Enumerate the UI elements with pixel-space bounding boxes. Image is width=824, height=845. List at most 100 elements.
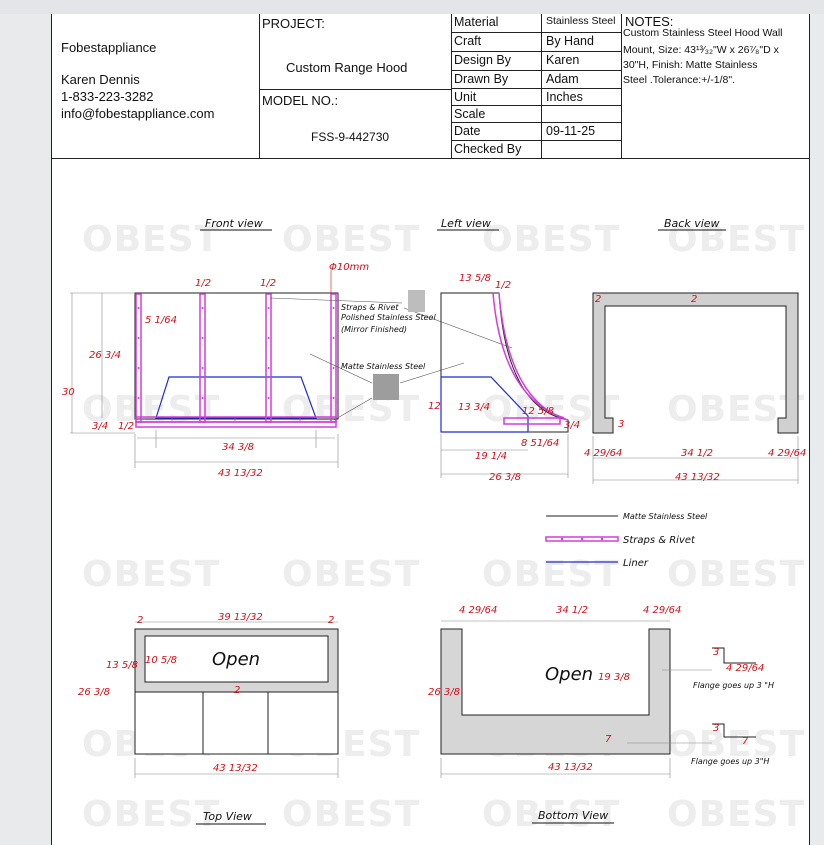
- spec-divider: [541, 123, 542, 140]
- spec-row: Scale: [452, 106, 622, 123]
- svg-text:13 5/8: 13 5/8: [459, 273, 491, 284]
- spec-divider: [541, 71, 542, 88]
- project-value: Custom Range Hood: [286, 60, 408, 75]
- spec-label: Scale: [454, 107, 486, 121]
- svg-text:Matte Stainless Steel: Matte Stainless Steel: [341, 362, 426, 371]
- finish-callouts: Φ10mm Straps & Rivet Polished Stainless …: [269, 262, 513, 421]
- notes-line-4: Steel .Tolerance:+/-1/8".: [623, 74, 735, 86]
- back-view-title: Back view: [664, 217, 720, 230]
- svg-text:43 13/32: 43 13/32: [218, 468, 263, 479]
- svg-text:Open: Open: [212, 649, 260, 670]
- spec-value: By Hand: [546, 34, 594, 48]
- svg-text:OBEST: OBEST: [667, 219, 805, 260]
- spec-divider: [541, 52, 542, 70]
- svg-text:1/2: 1/2: [195, 278, 211, 289]
- svg-text:Matte Stainless Steel: Matte Stainless Steel: [623, 512, 708, 521]
- svg-text:30: 30: [62, 387, 75, 398]
- top-view-drawing: Open 2 39 13/32 2 13 5/8 10 5/8 26 3/8 2…: [78, 612, 339, 778]
- spec-divider: [541, 14, 542, 32]
- notes-line-2: Mount, Size: 43¹³⁄₃₂"W x 26⁷⁄₈"D x: [623, 44, 779, 56]
- contact-phone: 1-833-223-3282: [61, 89, 154, 104]
- svg-text:43 13/32: 43 13/32: [548, 762, 593, 773]
- svg-text:12 5/8: 12 5/8: [522, 406, 554, 417]
- svg-text:3: 3: [713, 647, 719, 658]
- notes-line-1: Custom Stainless Steel Hood Wall: [623, 27, 783, 39]
- svg-text:10 5/8: 10 5/8: [145, 655, 177, 666]
- spec-value: 09-11-25: [546, 124, 596, 138]
- svg-text:26 3/8: 26 3/8: [489, 472, 521, 483]
- bottom-view-drawing: Open 4 29/64 34 1/2 4 29/64 26 3/8 19 3/…: [428, 605, 774, 778]
- svg-text:Flange goes up 3"H: Flange goes up 3"H: [691, 757, 769, 766]
- spec-label: Checked By: [454, 142, 522, 156]
- spec-divider: [541, 141, 542, 158]
- model-value: FSS-9-442730: [311, 130, 390, 144]
- left-view-drawing: 13 5/8 1/2 13 3/4 12 12 5/8 8 51/64 3/4 …: [428, 273, 580, 483]
- svg-text:2: 2: [137, 615, 143, 626]
- svg-text:OBEST: OBEST: [282, 219, 420, 260]
- spec-divider: [541, 106, 542, 122]
- company-name: Fobestappliance: [61, 40, 157, 55]
- spec-label: Design By: [454, 53, 511, 67]
- svg-text:OBEST: OBEST: [667, 554, 805, 595]
- spec-label: Unit: [454, 90, 477, 104]
- svg-text:12: 12: [428, 401, 441, 412]
- notes-title: NOTES:: [625, 14, 674, 29]
- svg-text:34 3/8: 34 3/8: [222, 442, 254, 453]
- svg-text:43 13/32: 43 13/32: [675, 472, 720, 483]
- svg-text:7: 7: [605, 734, 612, 745]
- svg-text:43 13/32: 43 13/32: [213, 763, 258, 774]
- spec-divider: [541, 89, 542, 105]
- bottom-view-title: Bottom View: [538, 809, 608, 822]
- contact-name: Karen Dennis: [61, 72, 140, 87]
- svg-text:34 1/2: 34 1/2: [556, 605, 588, 616]
- svg-text:4 29/64: 4 29/64: [726, 663, 764, 674]
- svg-text:1/2: 1/2: [495, 280, 511, 291]
- svg-text:4 29/64: 4 29/64: [459, 605, 497, 616]
- svg-text:26 3/8: 26 3/8: [428, 687, 460, 698]
- svg-text:26 3/8: 26 3/8: [78, 687, 110, 698]
- svg-text:2: 2: [691, 294, 697, 305]
- svg-text:5 1/64: 5 1/64: [145, 315, 177, 326]
- svg-text:3/4: 3/4: [564, 420, 580, 431]
- svg-text:Liner: Liner: [623, 558, 649, 569]
- notes-line-3: 30"H, Finish: Matte Stainless: [623, 59, 758, 71]
- back-view-drawing: 2 2 3 4 29/64 34 1/2 4 29/64 43 13/32: [584, 292, 806, 484]
- svg-text:3/4: 3/4: [92, 421, 108, 432]
- svg-text:4 29/64: 4 29/64: [584, 448, 622, 459]
- svg-text:13 5/8: 13 5/8: [106, 660, 138, 671]
- svg-text:OBEST: OBEST: [482, 219, 620, 260]
- svg-text:4 29/64: 4 29/64: [768, 448, 806, 459]
- svg-text:26 3/4: 26 3/4: [89, 350, 121, 361]
- svg-text:Φ10mm: Φ10mm: [329, 262, 369, 273]
- project-cell: PROJECT: Custom Range Hood: [260, 14, 452, 90]
- svg-text:13 3/4: 13 3/4: [458, 402, 490, 413]
- svg-text:3: 3: [713, 723, 719, 734]
- company-info: Fobestappliance Karen Dennis 1-833-223-3…: [52, 14, 260, 158]
- svg-text:3: 3: [618, 419, 624, 430]
- spec-divider: [541, 33, 542, 51]
- model-label: MODEL NO.:: [262, 93, 339, 108]
- drawing-sheet: Fobestappliance Karen Dennis 1-833-223-3…: [51, 14, 810, 845]
- svg-text:34 1/2: 34 1/2: [681, 448, 713, 459]
- svg-text:7: 7: [742, 736, 749, 747]
- svg-text:OBEST: OBEST: [482, 794, 620, 835]
- contact-email: info@fobestappliance.com: [61, 106, 215, 121]
- svg-text:OBEST: OBEST: [667, 724, 805, 765]
- spec-value: Stainless Steel: [546, 15, 616, 27]
- svg-text:19 3/8: 19 3/8: [598, 672, 630, 683]
- svg-text:OBEST: OBEST: [82, 794, 220, 835]
- notes-cell: NOTES: Custom Stainless Steel Hood Wall …: [622, 14, 809, 158]
- svg-text:19 1/4: 19 1/4: [475, 451, 507, 462]
- svg-text:Flange goes up 3 "H: Flange goes up 3 "H: [693, 681, 774, 690]
- spec-value: Inches: [546, 90, 583, 104]
- svg-text:OBEST: OBEST: [282, 389, 420, 430]
- svg-text:Straps & Rivet: Straps & Rivet: [341, 303, 399, 312]
- svg-text:1/2: 1/2: [118, 421, 134, 432]
- svg-text:OBEST: OBEST: [82, 554, 220, 595]
- svg-text:(Mirror Finished): (Mirror Finished): [341, 325, 407, 334]
